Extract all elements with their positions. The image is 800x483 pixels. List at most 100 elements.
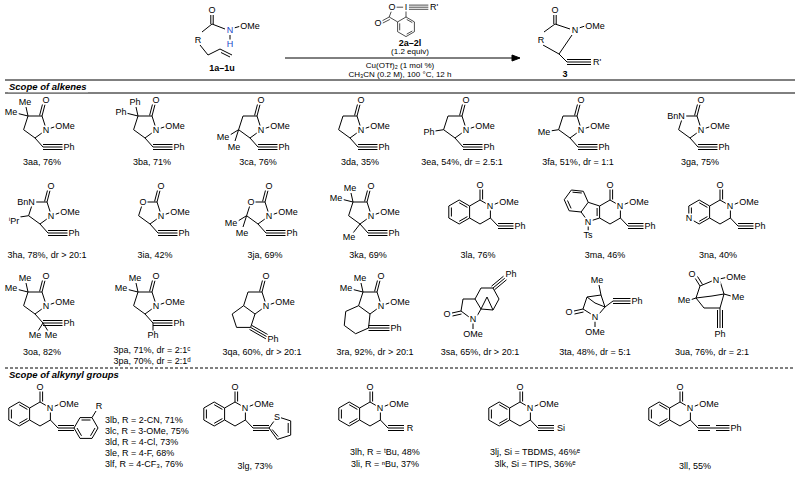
atom-label: OMe [369, 122, 391, 131]
atom-label: N [376, 404, 385, 413]
atom-label: OMe [239, 22, 261, 31]
compound-label: 3ja, 69% [246, 251, 283, 260]
atom-label: ⁱPr [8, 217, 21, 226]
atom-label: R [406, 424, 415, 433]
atom-label: Me [235, 229, 250, 238]
structure [449, 189, 514, 229]
compound-label: 3ca, 76% [238, 158, 278, 167]
compound-label: 3lc, R = 3-OMe, 75% [104, 427, 190, 436]
atom-label: Ph [717, 143, 730, 152]
atom-label: Ph [172, 143, 185, 152]
structure-bond [435, 130, 444, 131]
substrate-bonds [200, 15, 241, 57]
atom-label: N [367, 212, 376, 221]
atom-label: Ph [504, 270, 517, 279]
structure-bond [258, 224, 286, 236]
structure-bond [134, 280, 167, 314]
atom-label: N [697, 126, 706, 135]
atom-label: O [230, 383, 239, 392]
structure-bond [600, 189, 630, 226]
atom-label: R' [429, 3, 439, 12]
compound-label: 3ba, 71% [132, 158, 172, 167]
compound-label: 3pa, 71%, dr = 2:1ᶜ [113, 346, 192, 355]
structure [452, 276, 507, 329]
compound-label: 3ta, 48%, dr = 5:1 [558, 348, 631, 357]
atom-label: R' [592, 58, 602, 67]
compound-label: 3lh, R = ᵗBu, 48% [349, 448, 421, 457]
structure-bond [139, 190, 172, 224]
structure-bond [232, 306, 268, 339]
structure-bond [550, 130, 559, 131]
atom-label: O [576, 96, 585, 105]
atom-label: Ph [62, 143, 75, 152]
structure-bond [339, 104, 372, 138]
structure-bond [9, 402, 30, 426]
structure-bond [649, 402, 670, 426]
atom-label: N [526, 404, 535, 413]
structure-bond [360, 224, 388, 236]
atom-label: O [687, 270, 696, 279]
atom-label: OMe [59, 208, 81, 217]
atom-label: N [712, 276, 721, 285]
compound-label: 3qa, 60%, dr > 20:1 [222, 348, 303, 357]
atom-label: OMe [388, 400, 410, 409]
atom-label: N [42, 126, 51, 135]
atom-label: Ph [62, 319, 75, 328]
structure [689, 189, 754, 229]
atom-label: OMe [274, 298, 296, 307]
structure-bond [738, 224, 754, 229]
atom-label: O [715, 181, 724, 190]
atom-label: Me [590, 276, 605, 285]
atom-label: Me [18, 274, 33, 283]
structure [339, 391, 404, 431]
atom-label: Me [537, 128, 552, 137]
atom-label: OMe [169, 208, 191, 217]
structure-bond [29, 190, 62, 224]
atom-label: OMe [164, 122, 186, 131]
structure-bond [455, 138, 483, 150]
compound-label: 3na, 40% [698, 251, 738, 260]
atom-label: N [152, 126, 161, 135]
atom-label: Me [44, 331, 59, 340]
structure-bond [349, 190, 382, 224]
compound-label: 3ra, 92%, dr > 20:1 [336, 348, 415, 357]
atom-label: O [366, 182, 375, 191]
structure-bond [489, 402, 510, 426]
atom-label: OMe [462, 330, 484, 339]
atom-label: N [42, 302, 51, 311]
atom-label: BnN [666, 112, 686, 121]
atom-label: OMe [389, 298, 411, 307]
atom-label: Me [342, 233, 357, 242]
structure-bond [574, 285, 631, 327]
atom-label: O [156, 182, 165, 191]
atom-label: OMe [253, 400, 275, 409]
atom-label: N [257, 126, 266, 135]
atom-label: O [442, 310, 451, 319]
compound-number: 1a–1u [208, 64, 236, 73]
atom-label: O [151, 96, 160, 105]
compound-label: 3lj, Si = TBDMS, 46%ᵉ [489, 448, 581, 457]
compound-label: 3ma, 46% [584, 251, 627, 260]
atom-label: Ph [285, 229, 298, 238]
compound-label: 3ll, 55% [678, 462, 712, 471]
structure-bond [30, 391, 60, 428]
compound-label: 3da, 35% [340, 158, 380, 167]
atom-label: N [686, 404, 695, 413]
atom-label: Me [731, 293, 746, 302]
structure-bond [628, 224, 644, 229]
compound-label: 3fa, 51%, dr = 1:1 [541, 158, 614, 167]
atom-label: N [47, 212, 56, 221]
atom-label: OMe [164, 298, 186, 307]
atom-label: O [373, 19, 382, 28]
atom-label: Me [224, 219, 239, 228]
structure-bond [388, 426, 404, 431]
atom-label: Ph [277, 143, 290, 152]
structure [9, 391, 98, 438]
atom-label: H [226, 40, 235, 49]
atom-label: O [46, 182, 55, 191]
compound-label: 3lg, 73% [236, 462, 273, 471]
atom-label: Me [329, 194, 344, 203]
atom-label: R [537, 36, 546, 45]
structure-bond [679, 104, 712, 138]
atom-label: O [376, 272, 385, 281]
